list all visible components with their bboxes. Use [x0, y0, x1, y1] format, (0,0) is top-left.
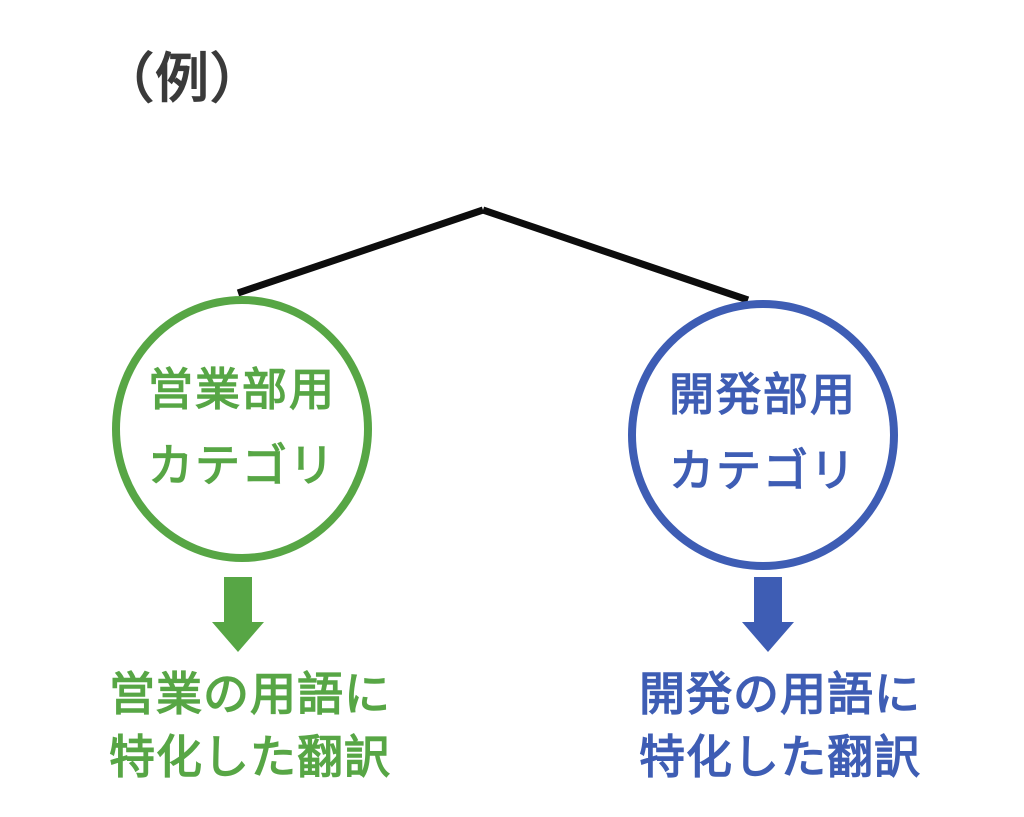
dev-down-arrow-icon: [742, 577, 794, 652]
sales-category-label-line1: 営業部用: [147, 364, 336, 415]
sales-down-arrow-icon: [212, 577, 264, 652]
dev-category-label-line2: カテゴリ: [668, 445, 857, 496]
branch-line-left: [236, 206, 485, 297]
dev-category-label: 開発部用 カテゴリ: [633, 357, 893, 509]
dev-caption: 開発の用語に 特化した翻訳: [620, 663, 940, 789]
example-label: （例）: [100, 49, 265, 109]
branch-line-right: [481, 206, 750, 304]
sales-caption-line1: 営業の用語に: [109, 668, 391, 720]
sales-category-label: 営業部用 カテゴリ: [112, 352, 372, 504]
dev-caption-line2: 特化した翻訳: [639, 731, 921, 783]
dev-category-label-line1: 開発部用: [668, 369, 857, 420]
sales-caption: 営業の用語に 特化した翻訳: [90, 663, 410, 789]
sales-caption-line2: 特化した翻訳: [109, 731, 391, 783]
dev-category-circle: [628, 300, 898, 570]
sales-category-circle: [112, 296, 372, 562]
dev-caption-line1: 開発の用語に: [639, 668, 921, 720]
sales-category-label-line2: カテゴリ: [147, 440, 336, 491]
